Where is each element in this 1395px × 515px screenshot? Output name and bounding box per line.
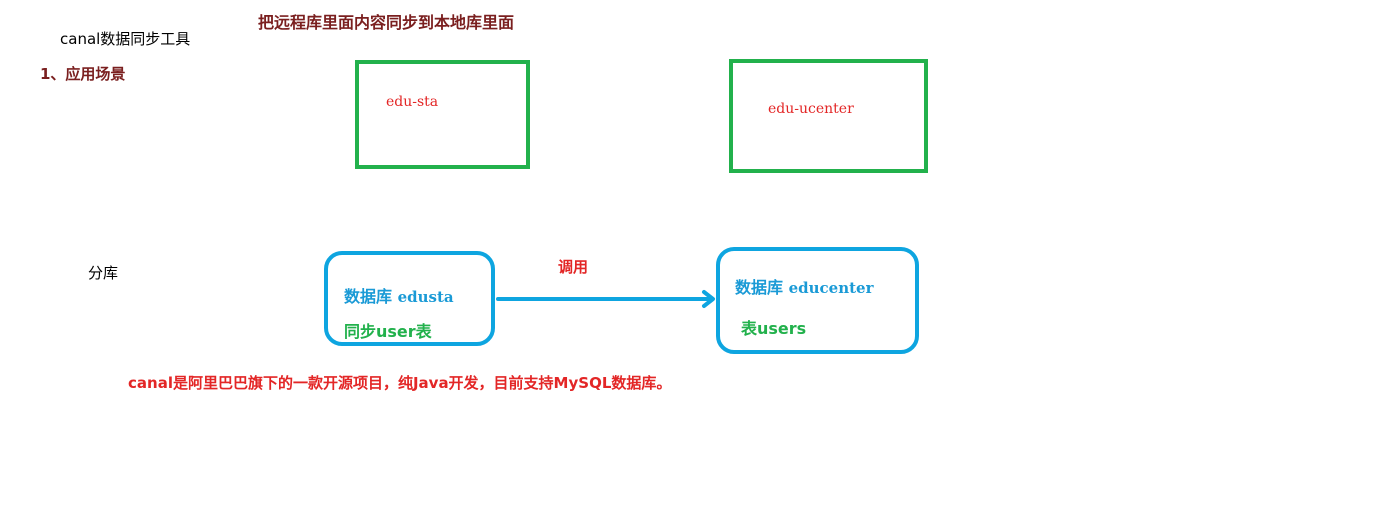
- remote-db-box-edu-ucenter: edu-ucenter: [729, 59, 928, 173]
- canal-note: canal是阿里巴巴旗下的一款开源项目，纯Java开发，目前支持MySQL数据库…: [128, 374, 672, 392]
- db-box-edusta: 数据库 edusta 同步user表: [324, 251, 495, 346]
- db-detail: 同步user表: [344, 322, 432, 341]
- tool-title: canal数据同步工具: [60, 30, 191, 48]
- db-prefix: 数据库: [344, 287, 393, 306]
- db-detail: 表users: [741, 319, 807, 338]
- remote-db-label: edu-ucenter: [768, 101, 854, 117]
- scene-heading: 1、应用场景: [40, 65, 126, 83]
- arrow-head-icon: [702, 290, 715, 308]
- diagram-title: 把远程库里面内容同步到本地库里面: [258, 13, 515, 32]
- remote-db-label: edu-sta: [386, 94, 439, 110]
- shard-label: 分库: [88, 264, 119, 282]
- db-prefix: 数据库: [735, 278, 784, 297]
- db-title: 数据库 educenter: [735, 274, 874, 298]
- db-name: edusta: [397, 288, 454, 306]
- db-name: educenter: [788, 279, 874, 297]
- call-arrow: [496, 290, 715, 308]
- db-title: 数据库 edusta: [344, 283, 454, 307]
- db-box-educenter: 数据库 educenter 表users: [716, 247, 919, 354]
- remote-db-box-edu-sta: edu-sta: [355, 60, 530, 169]
- call-label: 调用: [558, 258, 589, 276]
